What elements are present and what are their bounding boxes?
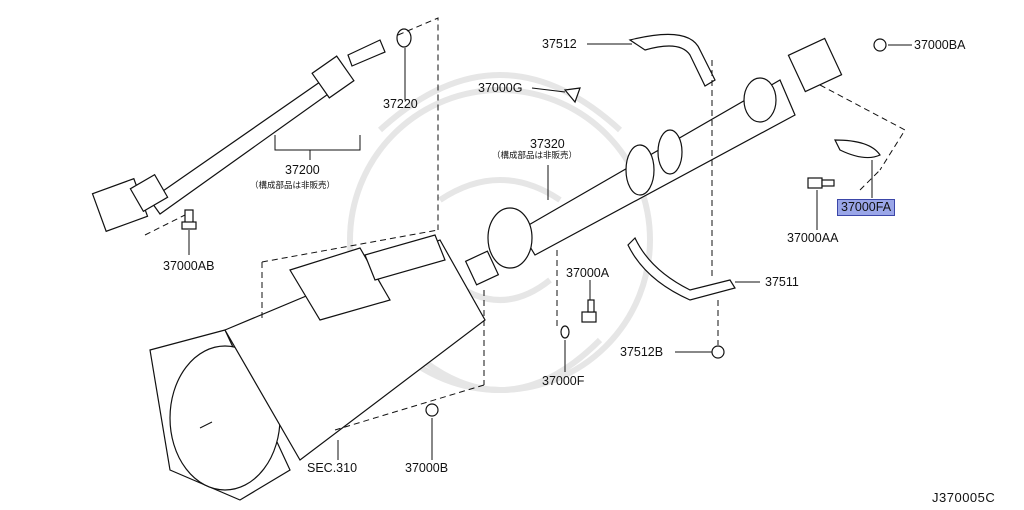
label-37512B[interactable]: 37512B <box>620 345 664 359</box>
watermark-emblem <box>347 72 653 393</box>
label-37000A[interactable]: 37000A <box>566 266 610 280</box>
washer-37000FA[interactable] <box>834 139 881 159</box>
nut-37512B[interactable] <box>711 345 725 359</box>
label-37512[interactable]: 37512 <box>542 37 577 51</box>
diagram-code: J370005C <box>932 490 996 505</box>
propeller-shaft-37320[interactable] <box>464 37 843 286</box>
label-37000AB[interactable]: 37000AB <box>163 259 215 273</box>
center-bearing-bracket-37511[interactable] <box>627 236 736 301</box>
label-37000FA[interactable]: 37000FA <box>837 199 896 216</box>
label-37000F[interactable]: 37000F <box>542 374 585 388</box>
label-37000G[interactable]: 37000G <box>478 81 523 95</box>
seal-37220[interactable] <box>396 28 412 48</box>
bolt-37000AB[interactable] <box>181 209 197 230</box>
washer-37000F[interactable] <box>560 325 570 339</box>
leader-lines <box>188 43 912 460</box>
label-37320[interactable]: 37320 <box>530 137 565 151</box>
note-37320: （構成部品は非販売） <box>492 151 578 161</box>
label-37000B[interactable]: 37000B <box>405 461 449 475</box>
grommet-37000G[interactable] <box>563 87 581 104</box>
bolt-37000AA[interactable] <box>807 177 835 189</box>
nut-37000B[interactable] <box>425 403 439 417</box>
label-sec310[interactable]: SEC.310 <box>307 461 358 475</box>
propeller-shaft-37200[interactable] <box>91 39 386 233</box>
assembly-guide-lines <box>144 17 906 431</box>
label-37220[interactable]: 37220 <box>383 97 418 111</box>
note-37200: （構成部品は非販売） <box>250 181 336 191</box>
label-37000BA[interactable]: 37000BA <box>914 38 966 52</box>
label-37511[interactable]: 37511 <box>765 275 799 289</box>
label-37200[interactable]: 37200 <box>285 163 320 177</box>
transmission-sec310[interactable] <box>149 234 486 501</box>
nut-37000BA[interactable] <box>873 38 887 52</box>
center-bearing-bracket-37512[interactable] <box>628 33 716 87</box>
label-37000AA[interactable]: 37000AA <box>787 231 839 245</box>
bolt-37000A[interactable] <box>581 299 597 323</box>
